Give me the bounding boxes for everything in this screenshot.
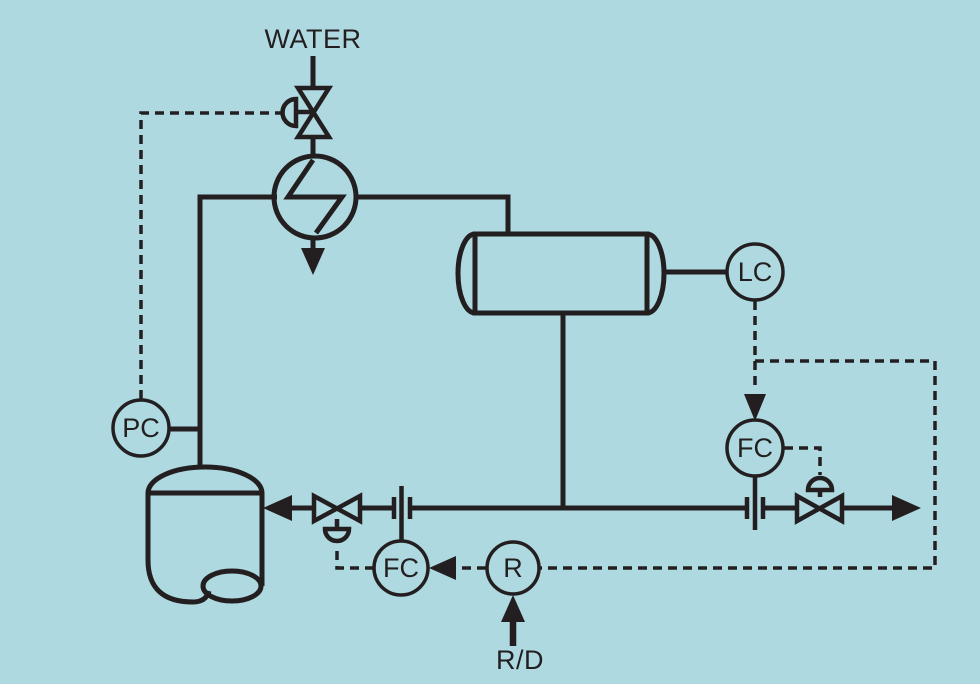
distillate-valve	[794, 475, 845, 525]
level-controller-bubble	[725, 242, 785, 302]
reflux-orifice-icon	[391, 486, 413, 541]
ratio-setting-label: R/D	[496, 645, 544, 675]
valve-actuator-icon	[322, 519, 352, 544]
cooling-water-valve	[280, 85, 334, 140]
ratio-relay-tag: R	[503, 553, 523, 583]
distillate-flow-controller-tag: FC	[737, 433, 773, 463]
reflux-flow-controller-bubble	[372, 539, 430, 597]
reflux-valve	[311, 492, 363, 544]
pressure-controller-tag: PC	[122, 413, 160, 443]
ratio-input-arrow-icon	[501, 595, 525, 622]
condenser-to-drum-pipe	[356, 194, 511, 236]
valve-body-icon	[293, 85, 334, 140]
vessel-dome	[145, 464, 265, 494]
ratio-relay-bubble	[485, 540, 541, 596]
column-vessel	[145, 464, 265, 605]
level-controller-tag: LC	[738, 257, 773, 287]
vessel-left-wall	[145, 493, 212, 605]
signal-lines	[139, 111, 937, 570]
overhead-vapor-pipe	[197, 194, 277, 468]
drum-left-head	[455, 231, 476, 316]
heat-exchanger-icon	[271, 153, 359, 241]
instrument-bubbles	[111, 242, 785, 597]
relay-signal-arrow-icon	[429, 556, 456, 580]
water-outlet-arrow-icon	[301, 248, 325, 275]
condenser	[271, 153, 359, 241]
drum-right-head	[646, 231, 667, 316]
water-label: WATER	[265, 24, 362, 54]
lc-branch-loop-signal	[540, 359, 937, 570]
control-valves	[280, 85, 845, 544]
flow-orifices	[391, 476, 766, 541]
labels: WATER R/D PC LC FC FC R	[122, 24, 773, 675]
arrowheads	[263, 248, 921, 622]
reflux-flow-controller-tag: FC	[383, 553, 419, 583]
distillate-flow-controller-bubble	[725, 418, 785, 478]
valve-body-icon	[794, 492, 845, 525]
vessel-bottom-opening	[200, 568, 264, 604]
distillate-orifice-icon	[744, 476, 766, 530]
lc-signal-arrow-icon	[744, 394, 766, 421]
valve-body-icon	[311, 492, 363, 525]
valve-actuator-icon	[805, 475, 835, 497]
heat-exchanger-coil-icon	[283, 158, 347, 235]
reflux-to-vessel-arrow-icon	[263, 495, 292, 521]
valve-actuator-icon	[280, 96, 311, 129]
product-outlet-arrow-icon	[892, 495, 921, 521]
pc-to-water-valve-signal	[139, 111, 281, 399]
fc-to-distillate-valve-signal	[784, 446, 822, 475]
pressure-controller-bubble	[111, 398, 171, 458]
fc-to-reflux-valve-signal	[335, 546, 374, 570]
reflux-drum	[455, 231, 667, 316]
